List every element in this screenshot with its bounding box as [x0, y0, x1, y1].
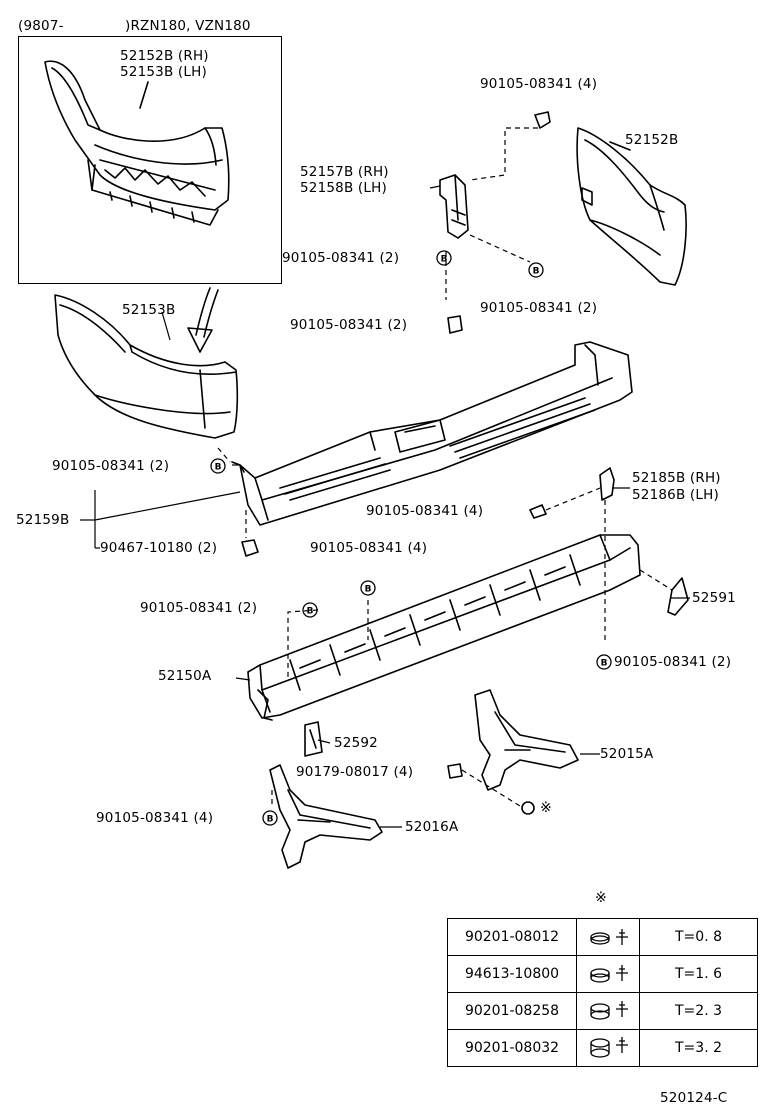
shim-part-number: 90201-08012 — [447, 918, 577, 956]
bolt-marker-letter: B — [307, 607, 314, 617]
reference-mark: ※ — [540, 800, 552, 816]
inset-frame — [18, 36, 282, 284]
support-bracket-rh-drawing — [599, 467, 615, 501]
bolt-marker-letter: B — [441, 255, 448, 265]
bolt-marker-letter: B — [215, 463, 222, 473]
part-52152b-label: 52152B — [625, 132, 679, 148]
bolt-mid-label: 90105-08341 (2) — [290, 317, 408, 333]
inset-rh-label: 52152B (RH) — [120, 48, 209, 64]
diagram-code: 520124-C — [660, 1090, 728, 1106]
part-52015a-label: 52015A — [600, 746, 654, 762]
bracket-rh-drawing — [439, 174, 469, 239]
table-row: 90201-08032 T=3. 2 — [447, 1029, 758, 1067]
bracket-lh-label: 52158B (LH) — [300, 180, 387, 196]
bolt-marker-letter: B — [267, 815, 274, 825]
shim-part-number: 90201-08032 — [447, 1029, 577, 1067]
bracket-52592-drawing — [304, 721, 323, 757]
support-rh-label: 52185B (RH) — [632, 470, 721, 486]
shim-icon — [576, 1029, 640, 1067]
bolt-step-label: 90105-08341 (2) — [52, 458, 170, 474]
clip-label: 90467-10180 (2) — [100, 540, 218, 556]
shim-icon — [576, 918, 640, 956]
down-arrow-icon — [187, 287, 219, 353]
bolt-top-label: 90105-08341 (4) — [480, 76, 598, 92]
bumper-end-rh-drawing — [576, 127, 687, 286]
shim-thickness: T=0. 8 — [639, 918, 758, 956]
part-52150a-label: 52150A — [158, 668, 212, 684]
bumper-end-lh-drawing — [54, 294, 239, 439]
bolt-drawings — [241, 111, 551, 815]
bolt-marker-icons — [210, 250, 612, 826]
shim-icon — [576, 992, 640, 1030]
bolt-reinf-top-label: 90105-08341 (4) — [310, 540, 428, 556]
inset-models-label: )RZN180, VZN180 — [125, 18, 251, 34]
bumper-arm-rh-drawing — [474, 689, 579, 791]
part-52592-label: 52592 — [334, 735, 378, 751]
inset-bumper-end-drawing — [44, 60, 230, 226]
table-reference-mark: ※ — [595, 890, 607, 906]
bolt-left-b-label: 90105-08341 (2) — [282, 250, 400, 266]
shim-thickness: T=1. 6 — [639, 955, 758, 993]
bolt-reinf-right-label: 90105-08341 (2) — [614, 654, 732, 670]
bracket-rh-label: 52157B (RH) — [300, 164, 389, 180]
shim-icon — [576, 955, 640, 993]
shim-table: 90201-08012 T=0. 8 94613-10800 T=1. 6 90… — [447, 918, 758, 1067]
shim-thickness: T=3. 2 — [639, 1029, 758, 1067]
shim-thickness: T=2. 3 — [639, 992, 758, 1030]
bolt-support-label: 90105-08341 (4) — [366, 503, 484, 519]
bolt-marker-letter: B — [533, 267, 540, 277]
part-52153b-label: 52153B — [122, 302, 176, 318]
part-52591-label: 52591 — [692, 590, 736, 606]
support-lh-label: 52186B (LH) — [632, 487, 719, 503]
table-row: 90201-08012 T=0. 8 — [447, 918, 758, 956]
table-row: 94613-10800 T=1. 6 — [447, 955, 758, 993]
inset-date-label: (9807- — [18, 18, 64, 34]
bolt-reinf-left-label: 90105-08341 (2) — [140, 600, 258, 616]
part-52016a-label: 52016A — [405, 819, 459, 835]
bolt-arm-left-label: 90105-08341 (4) — [96, 810, 214, 826]
shim-part-number: 90201-08258 — [447, 992, 577, 1030]
shim-part-number: 94613-10800 — [447, 955, 577, 993]
part-52159b-label: 52159B — [16, 512, 70, 528]
bolt-marker-letter: B — [601, 659, 608, 669]
bolt-right-b-label: 90105-08341 (2) — [480, 300, 598, 316]
table-row: 90201-08258 T=2. 3 — [447, 992, 758, 1030]
bumper-arm-lh-drawing — [269, 764, 383, 869]
bracket-52591-drawing — [667, 577, 689, 616]
bumper-reinforcement-drawing — [247, 534, 641, 721]
inset-lh-label: 52153B (LH) — [120, 64, 207, 80]
rear-step-cover-drawing — [231, 341, 633, 526]
nut-label: 90179-08017 (4) — [296, 764, 414, 780]
bolt-marker-letter: B — [365, 585, 372, 595]
